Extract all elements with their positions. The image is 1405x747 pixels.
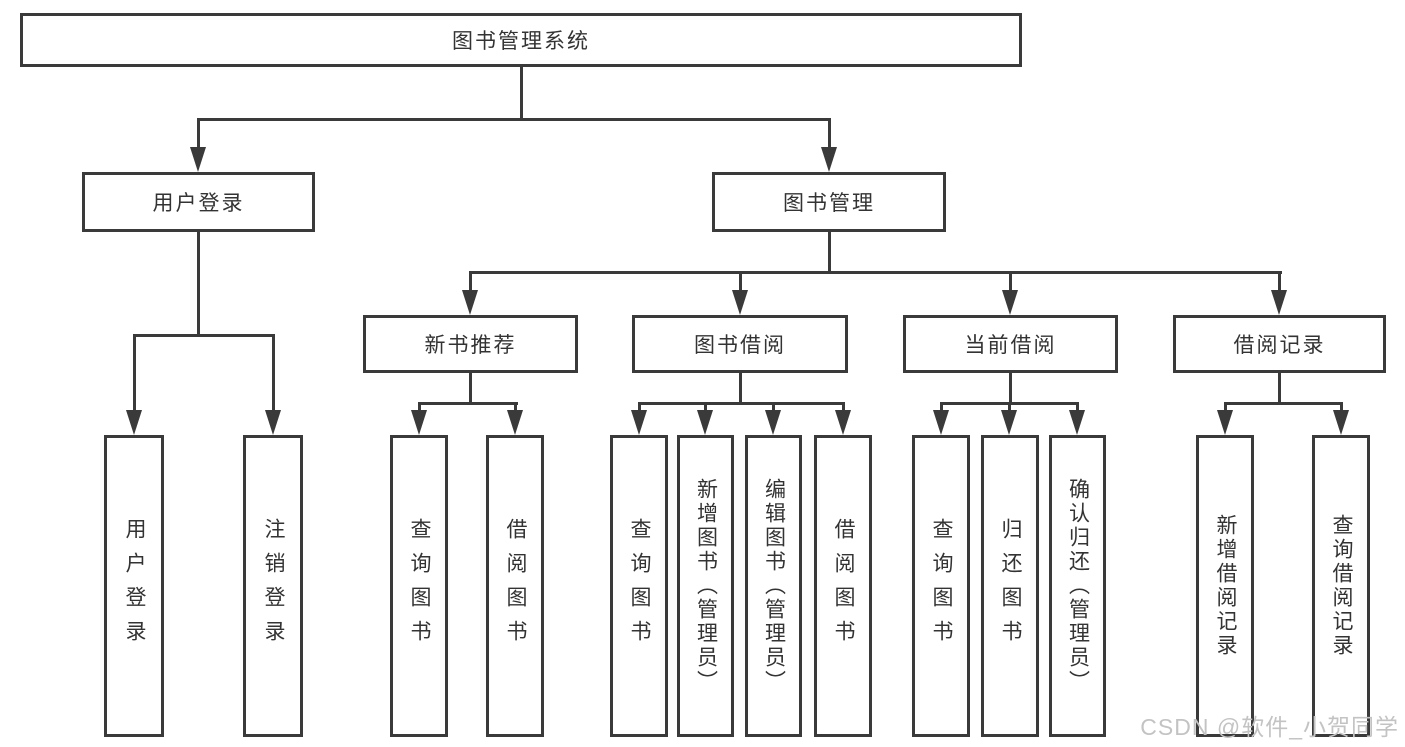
connector-segment <box>772 402 775 412</box>
connector-segment <box>638 402 641 412</box>
connector-segment <box>418 402 518 405</box>
arrowhead-icon <box>265 410 281 435</box>
leaf-borrow-books: 借阅图书 <box>814 435 872 737</box>
connector-segment <box>418 402 421 412</box>
connector-segment <box>520 67 523 120</box>
leaf-query-books-recommend: 查询图书 <box>390 435 448 737</box>
connector-segment <box>1340 402 1343 412</box>
connector-segment <box>828 118 831 150</box>
arrowhead-icon <box>1333 410 1349 435</box>
arrowhead-icon <box>1001 410 1017 435</box>
connector-segment <box>469 271 1282 274</box>
arrowhead-icon <box>462 290 478 315</box>
leaf-query-books-current: 查询图书 <box>912 435 970 737</box>
connector-segment <box>1009 271 1012 293</box>
leaf-user-login: 用户登录 <box>104 435 164 737</box>
connector-segment <box>272 334 275 412</box>
connector-segment <box>1076 402 1079 412</box>
connector-segment <box>133 334 136 412</box>
connector-segment <box>469 373 472 404</box>
node-current-borrow: 当前借阅 <box>903 315 1118 373</box>
connector-segment <box>704 402 707 412</box>
connector-segment <box>1278 373 1281 404</box>
leaf-logout: 注销登录 <box>243 435 303 737</box>
connector-segment <box>828 232 831 274</box>
connector-segment <box>842 402 845 412</box>
arrowhead-icon <box>507 410 523 435</box>
arrowhead-icon <box>821 147 837 172</box>
arrowhead-icon <box>1002 290 1018 315</box>
arrowhead-icon <box>1069 410 1085 435</box>
arrowhead-icon <box>732 290 748 315</box>
connector-segment <box>1224 402 1343 405</box>
node-book-borrow: 图书借阅 <box>632 315 848 373</box>
leaf-return-book: 归还图书 <box>981 435 1039 737</box>
connector-segment <box>1278 271 1281 293</box>
node-book-management: 图书管理 <box>712 172 946 232</box>
connector-segment <box>940 402 943 412</box>
node-user-login: 用户登录 <box>82 172 315 232</box>
connector-segment <box>739 271 742 293</box>
connector-segment <box>1008 402 1011 412</box>
arrowhead-icon <box>126 410 142 435</box>
arrowhead-icon <box>1271 290 1287 315</box>
arrowhead-icon <box>631 410 647 435</box>
leaf-add-book-admin: 新增图书（管理员） <box>677 435 734 737</box>
connector-segment <box>739 373 742 404</box>
connector-segment <box>197 118 200 150</box>
connector-segment <box>197 118 831 121</box>
connector-segment <box>469 271 472 293</box>
leaf-query-books-borrow: 查询图书 <box>610 435 668 737</box>
arrowhead-icon <box>697 410 713 435</box>
arrowhead-icon <box>411 410 427 435</box>
connector-segment <box>514 402 517 412</box>
arrowhead-icon <box>933 410 949 435</box>
node-new-book-recommend: 新书推荐 <box>363 315 578 373</box>
arrowhead-icon <box>835 410 851 435</box>
leaf-confirm-return-admin: 确认归还（管理员） <box>1049 435 1106 737</box>
arrowhead-icon <box>765 410 781 435</box>
connector-segment <box>1009 373 1012 404</box>
connector-segment <box>133 334 275 337</box>
connector-segment <box>197 232 200 337</box>
leaf-edit-book-admin: 编辑图书（管理员） <box>745 435 802 737</box>
leaf-query-borrow-record: 查询借阅记录 <box>1312 435 1370 737</box>
csdn-watermark: CSDN @软件_小贺同学 <box>1140 714 1399 740</box>
node-borrow-records: 借阅记录 <box>1173 315 1386 373</box>
arrowhead-icon <box>1217 410 1233 435</box>
arrowhead-icon <box>190 147 206 172</box>
node-library-management-system: 图书管理系统 <box>20 13 1022 67</box>
leaf-borrow-books-recommend: 借阅图书 <box>486 435 544 737</box>
connector-segment <box>1224 402 1227 412</box>
connector-segment <box>638 402 845 405</box>
leaf-add-borrow-record: 新增借阅记录 <box>1196 435 1254 737</box>
